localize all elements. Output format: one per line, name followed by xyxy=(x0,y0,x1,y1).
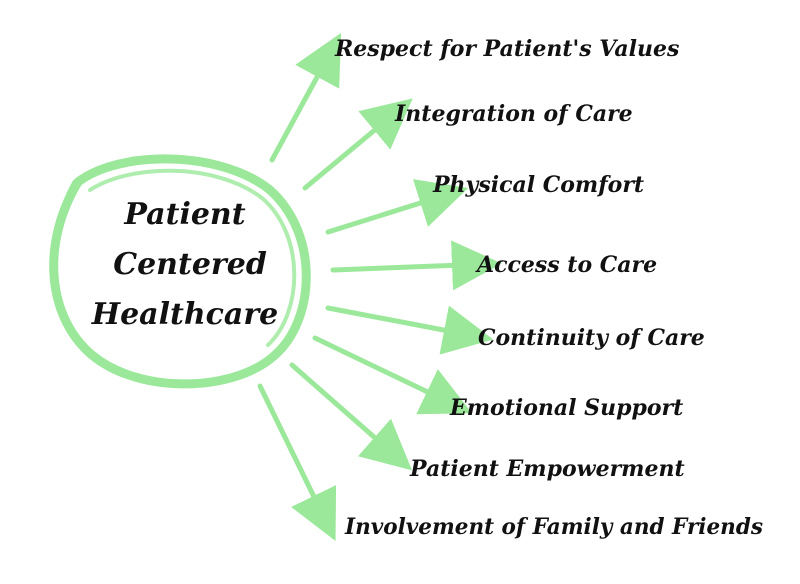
label-emotional-support: Emotional Support xyxy=(449,395,683,421)
arrow-involvement-of-family-and-friends xyxy=(257,383,337,541)
arrows xyxy=(257,32,502,541)
center-title: Patient Centered Healthcare xyxy=(91,197,279,332)
label-involvement-of-family-and-friends: Involvement of Family and Friends xyxy=(344,514,763,540)
label-continuity-of-care: Continuity of Care xyxy=(478,325,705,351)
center-title-line-1: Patient xyxy=(123,197,245,232)
arrow-access-to-care xyxy=(330,240,502,291)
center-ring-tail xyxy=(57,179,78,231)
arrow-continuity-of-care xyxy=(325,305,494,355)
center-title-line-3: Healthcare xyxy=(91,297,279,332)
item-labels: Respect for Patient's Values Integration… xyxy=(334,36,763,540)
label-access-to-care: Access to Care xyxy=(475,252,657,278)
label-physical-comfort: Physical Comfort xyxy=(432,172,644,198)
arrow-patient-empowerment xyxy=(289,362,413,471)
arrow-respect-for-patients-values xyxy=(269,32,342,163)
label-patient-empowerment: Patient Empowerment xyxy=(409,456,685,482)
arrow-integration-of-care xyxy=(302,98,413,191)
center-ring-inner xyxy=(88,168,297,347)
arrow-physical-comfort xyxy=(325,179,469,235)
arrow-emotional-support xyxy=(312,335,473,415)
label-respect-for-patients-values: Respect for Patient's Values xyxy=(334,36,679,62)
center-ring-outer xyxy=(49,154,311,389)
label-integration-of-care: Integration of Care xyxy=(394,101,633,127)
center-title-line-2: Centered xyxy=(113,247,267,282)
center-ring xyxy=(49,154,311,389)
